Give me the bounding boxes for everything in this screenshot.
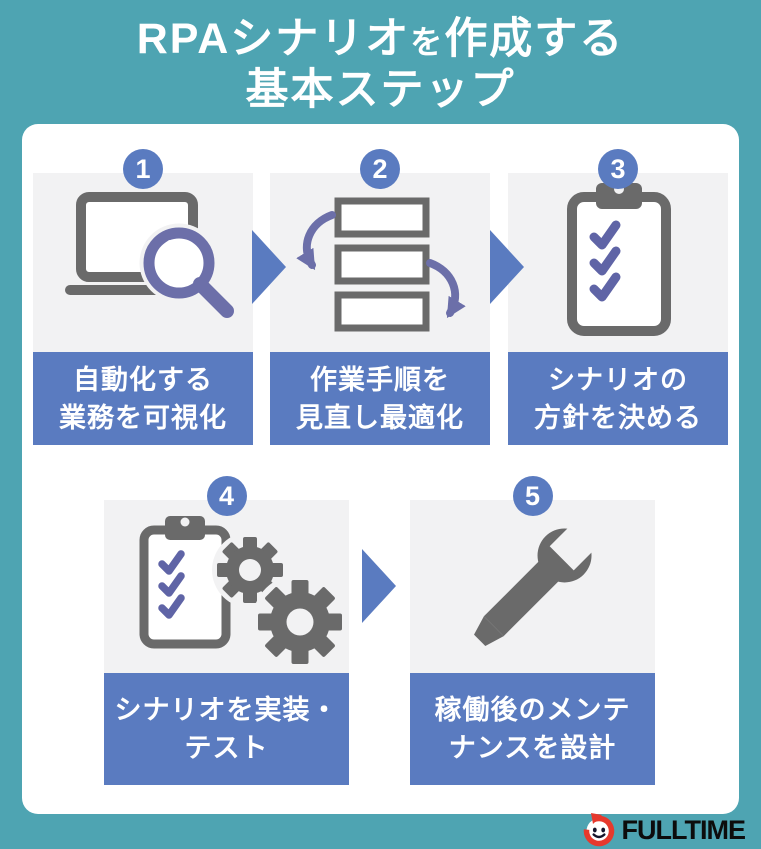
arrow-step2-to-step3 bbox=[490, 230, 524, 304]
step-5-label: 稼働後のメンテ ナンスを設計 bbox=[410, 673, 655, 785]
reorder-steps-icon bbox=[296, 197, 466, 332]
step-4-iconbox bbox=[104, 500, 349, 673]
step-2-number-badge: 2 bbox=[360, 149, 400, 189]
step-2-label: 作業手順を 見直し最適化 bbox=[270, 352, 490, 445]
step-card-1: 1 自動化する 業務を可視化 bbox=[33, 149, 253, 445]
page-title: RPAシナリオを作成する 基本ステップ bbox=[0, 14, 761, 115]
checklist-clipboard-icon bbox=[567, 183, 671, 336]
fulltime-logo: FULLTIME bbox=[581, 812, 746, 848]
clipboard-gears-icon bbox=[139, 516, 348, 670]
steps-panel: 1 自動化する 業務を可視化 2 bbox=[22, 124, 739, 814]
step-1-label: 自動化する 業務を可視化 bbox=[33, 352, 253, 445]
arrow-step4-to-step5 bbox=[362, 549, 396, 623]
step-card-5: 5 稼働後のメンテ ナンスを設計 bbox=[410, 476, 655, 785]
step-1-iconbox bbox=[33, 173, 253, 352]
step-card-3: 3 シナリオの 方針を決める bbox=[508, 149, 728, 445]
step-3-number-badge: 3 bbox=[598, 149, 638, 189]
step-5-number-badge: 5 bbox=[512, 476, 553, 516]
fulltime-logo-text: FULLTIME bbox=[621, 814, 746, 845]
big-gear bbox=[252, 574, 348, 670]
arrow-step1-to-step2 bbox=[252, 230, 286, 304]
laptop-magnifier-icon bbox=[65, 192, 240, 324]
step-2-iconbox bbox=[270, 173, 490, 352]
wrench-icon bbox=[474, 516, 604, 646]
step-4-label: シナリオを実装・ テスト bbox=[104, 673, 349, 785]
title-line-2: 基本ステップ bbox=[245, 65, 516, 114]
step-3-label: シナリオの 方針を決める bbox=[508, 352, 728, 445]
step-card-2: 2 作業手順を 見直し最適化 bbox=[270, 149, 490, 445]
step-card-4: 4 bbox=[104, 476, 349, 785]
fulltime-logo-icon bbox=[583, 813, 614, 847]
step-3-iconbox bbox=[508, 173, 728, 352]
step-5-iconbox bbox=[410, 500, 655, 673]
title-line-1: RPAシナリオを作成する bbox=[136, 15, 625, 63]
step-1-number-badge: 1 bbox=[123, 149, 163, 189]
step-4-number-badge: 4 bbox=[206, 476, 247, 516]
